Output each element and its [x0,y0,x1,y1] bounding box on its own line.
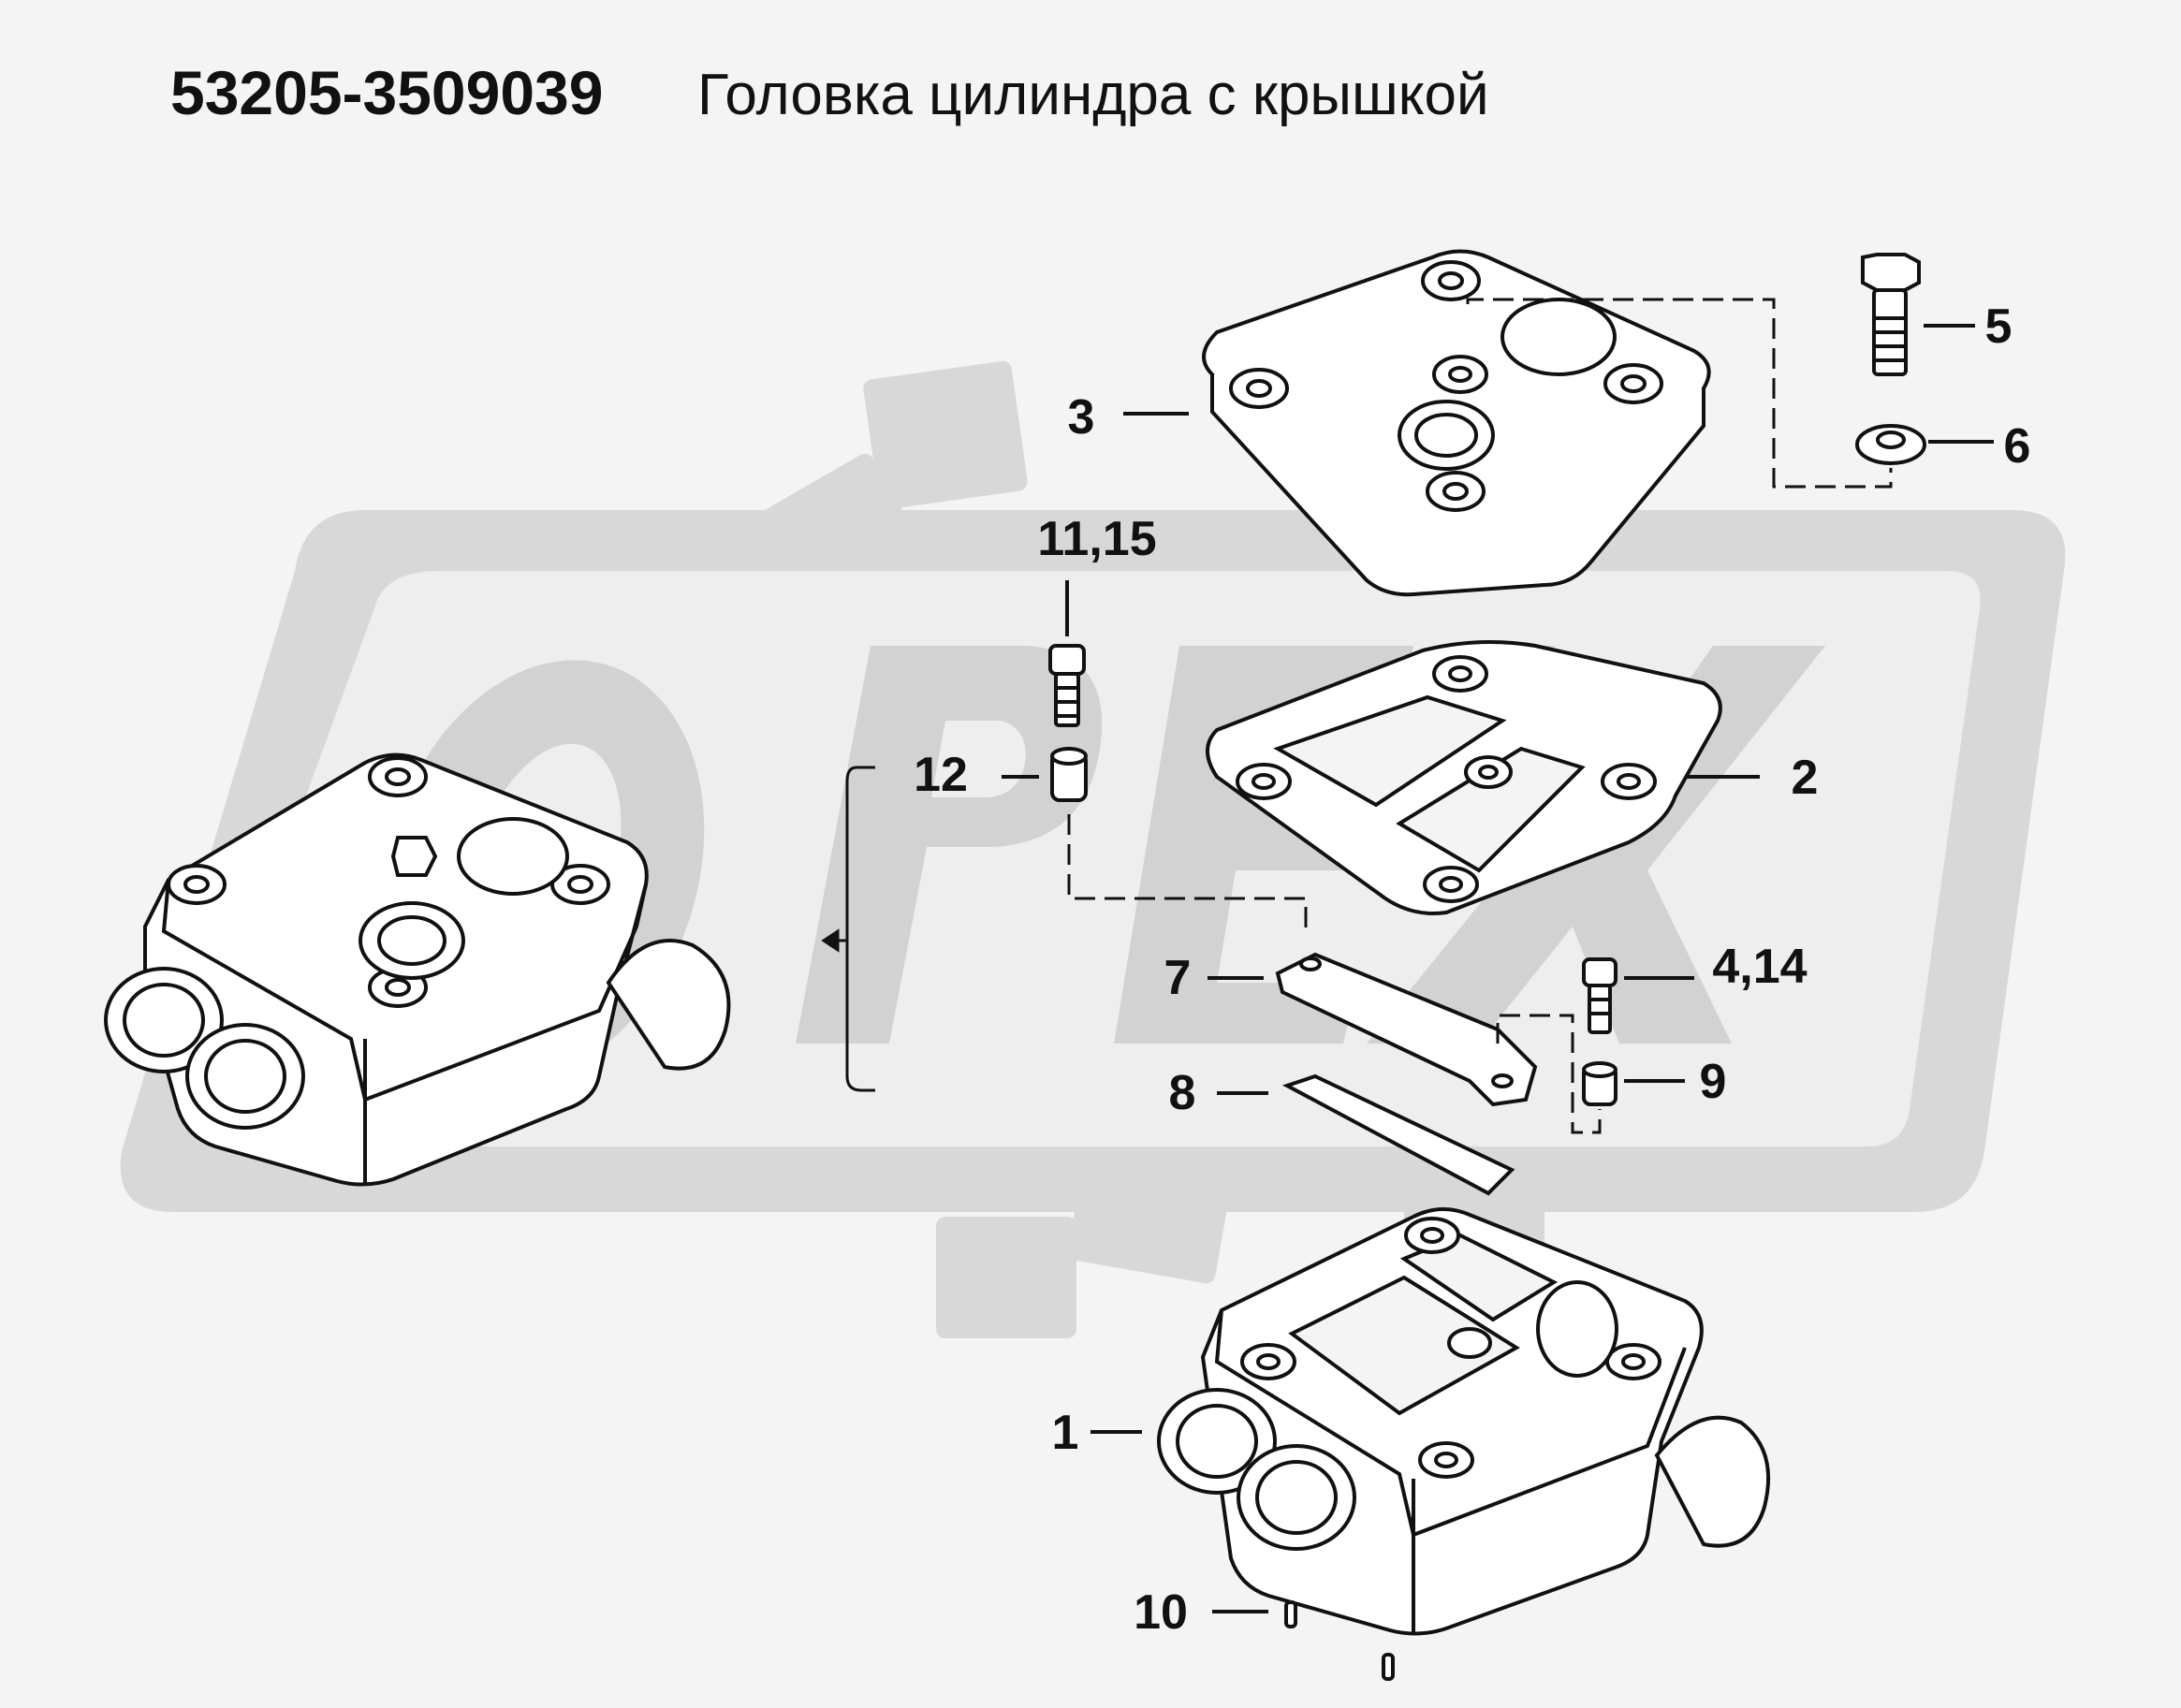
callout-2: 2 [1792,751,1819,805]
callout-7: 7 [1164,951,1192,1005]
callout-10: 10 [1134,1585,1188,1640]
assembly-dashed-line-5-6 [1466,298,1893,489]
cylinder-head-part-1 [1157,1206,1771,1636]
pin-part-10 [1284,1600,1395,1681]
callout-5: 5 [1985,299,2013,354]
callout-1: 1 [1052,1406,1079,1460]
bushing-part-12 [1050,747,1088,802]
cover-part-3 [1202,249,1711,597]
strip-part-8 [1281,1073,1515,1196]
callout-6: 6 [2004,419,2031,474]
screw-part-4 [1582,957,1617,1034]
callout-9: 9 [1700,1055,1727,1109]
assembly-dashed-line-4-9 [1496,1014,1602,1134]
screw-part-11 [1048,644,1086,727]
leader-lines [1002,324,1994,1613]
valve-plate-part-7 [1275,952,1538,1107]
assembled-head-view [104,752,731,1187]
callout-8: 8 [1169,1066,1196,1120]
gasket-part-2 [1206,640,1722,915]
callout-11-15: 11,15 [1037,512,1156,566]
assembly-bracket-arrow [821,766,875,1092]
callout-12: 12 [914,748,968,802]
washer-part-6 [1855,424,1926,465]
diagram-title: Головка цилиндра с крышкой [697,63,1489,127]
bushing-part-9 [1582,1061,1617,1106]
part-number: 53205-3509039 [170,58,603,127]
bolt-part-5 [1861,253,1921,376]
callout-3: 3 [1068,390,1095,445]
assembly-dashed-line-12 [1067,814,1308,936]
callout-4-14: 4,14 [1712,940,1807,994]
